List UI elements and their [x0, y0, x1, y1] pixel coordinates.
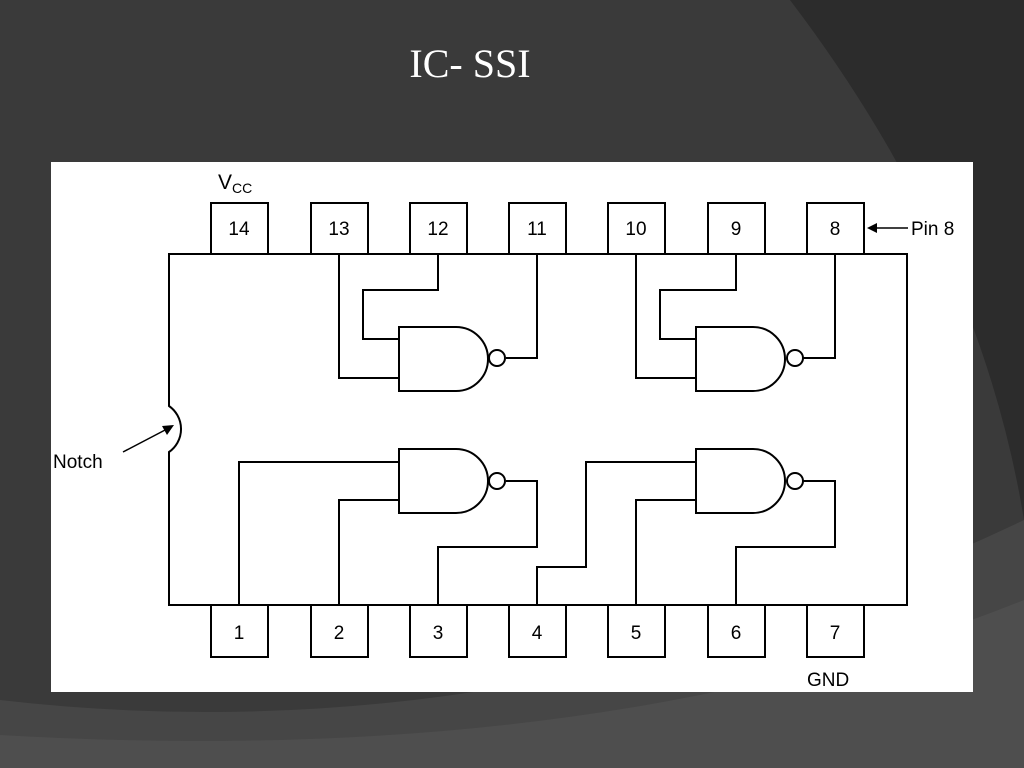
pin-label: 7 — [830, 623, 841, 644]
pin-9: 9 — [707, 202, 766, 255]
pin-label: 6 — [731, 623, 742, 644]
pin-label: 3 — [433, 623, 444, 644]
chip-body — [168, 253, 908, 606]
nand-gate-bottom-left — [238, 448, 538, 605]
pin8-callout: Pin 8 — [867, 219, 954, 240]
pin-11: 11 — [508, 202, 567, 255]
pin-label: 5 — [631, 623, 642, 644]
notch-label: Notch — [53, 452, 103, 473]
top-pin-row: 14 13 12 11 10 9 8 — [210, 202, 865, 255]
pin-13: 13 — [310, 202, 369, 255]
pin-8: 8 — [806, 202, 865, 255]
pin-label: 12 — [427, 219, 448, 240]
pin-2: 2 — [310, 604, 369, 658]
nand-gate-top-left — [338, 254, 538, 392]
gnd-label: GND — [807, 670, 849, 691]
slide-title: IC- SSI — [409, 41, 531, 86]
pin-10: 10 — [607, 202, 666, 255]
pin-6: 6 — [707, 604, 766, 658]
vcc-label: VCC — [218, 171, 252, 196]
pin-label: 1 — [234, 623, 245, 644]
pin-5: 5 — [607, 604, 666, 658]
nand-gate-top-right — [635, 254, 836, 392]
pin-label: 8 — [830, 219, 841, 240]
pin-1: 1 — [210, 604, 269, 658]
nand-gate-bottom-right — [536, 448, 836, 605]
pin-label: 13 — [328, 219, 349, 240]
pin-label: 4 — [532, 623, 543, 644]
pin8-label: Pin 8 — [911, 219, 954, 240]
pin-label: 2 — [334, 623, 345, 644]
pin-label: 10 — [625, 219, 646, 240]
pin-label: 11 — [527, 219, 547, 240]
notch-callout: Notch — [53, 425, 174, 473]
pin-12: 12 — [409, 202, 468, 255]
pin-14: 14 — [210, 202, 269, 255]
pin-3: 3 — [409, 604, 468, 658]
ic-pinout-diagram: 14 13 12 11 10 9 8 1 — [51, 162, 973, 692]
pin-4: 4 — [508, 604, 567, 658]
pin-label: 9 — [731, 219, 742, 240]
pin-label: 14 — [228, 219, 250, 240]
pin-7: 7 — [806, 604, 865, 658]
